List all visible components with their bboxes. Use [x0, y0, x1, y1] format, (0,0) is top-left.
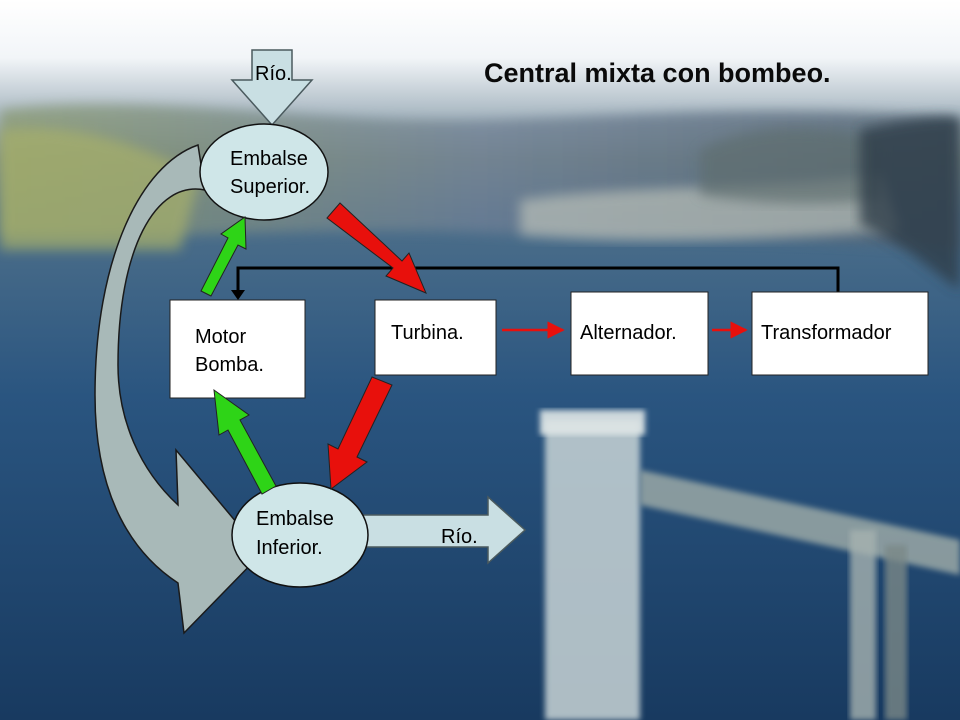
diagram-title: Central mixta con bombeo.: [484, 58, 831, 88]
river-top-label: Río.: [255, 63, 292, 85]
turbine-box: [374, 299, 497, 376]
lower-to-motor-arrow: [213, 388, 277, 495]
river-input-arrow: [230, 49, 314, 127]
alternator-label: Alternador.: [580, 322, 677, 344]
alternator-box: [570, 291, 709, 376]
upper-reservoir: [199, 123, 329, 221]
bypass-curve-arrow: [94, 143, 264, 635]
river-output-arrow: [349, 495, 527, 565]
motor-to-upper-arrow: [200, 216, 247, 297]
lower-reservoir-label-line2: Inferior.: [256, 537, 323, 559]
transformer-label: Transformador: [761, 322, 892, 344]
lower-reservoir-label-line1: Embalse: [256, 508, 334, 530]
turbine-label: Turbina.: [391, 322, 464, 344]
electric-return-arrowhead: [231, 290, 245, 300]
river-bottom-label: Río.: [441, 526, 478, 548]
motor-pump-label-line1: Motor: [195, 326, 247, 348]
lower-reservoir: [231, 482, 369, 588]
upper-reservoir-label-line2: Superior.: [230, 176, 311, 198]
motor-pump-label-line2: Bomba.: [195, 354, 264, 376]
turbine-to-lower-arrow: [327, 376, 393, 490]
transformer-box: [751, 291, 929, 376]
upper-reservoir-label-line1: Embalse: [230, 148, 308, 170]
motor-pump-box: [169, 299, 306, 399]
upper-to-turbine-arrow: [326, 202, 427, 294]
electric-return-line: [236, 266, 840, 298]
